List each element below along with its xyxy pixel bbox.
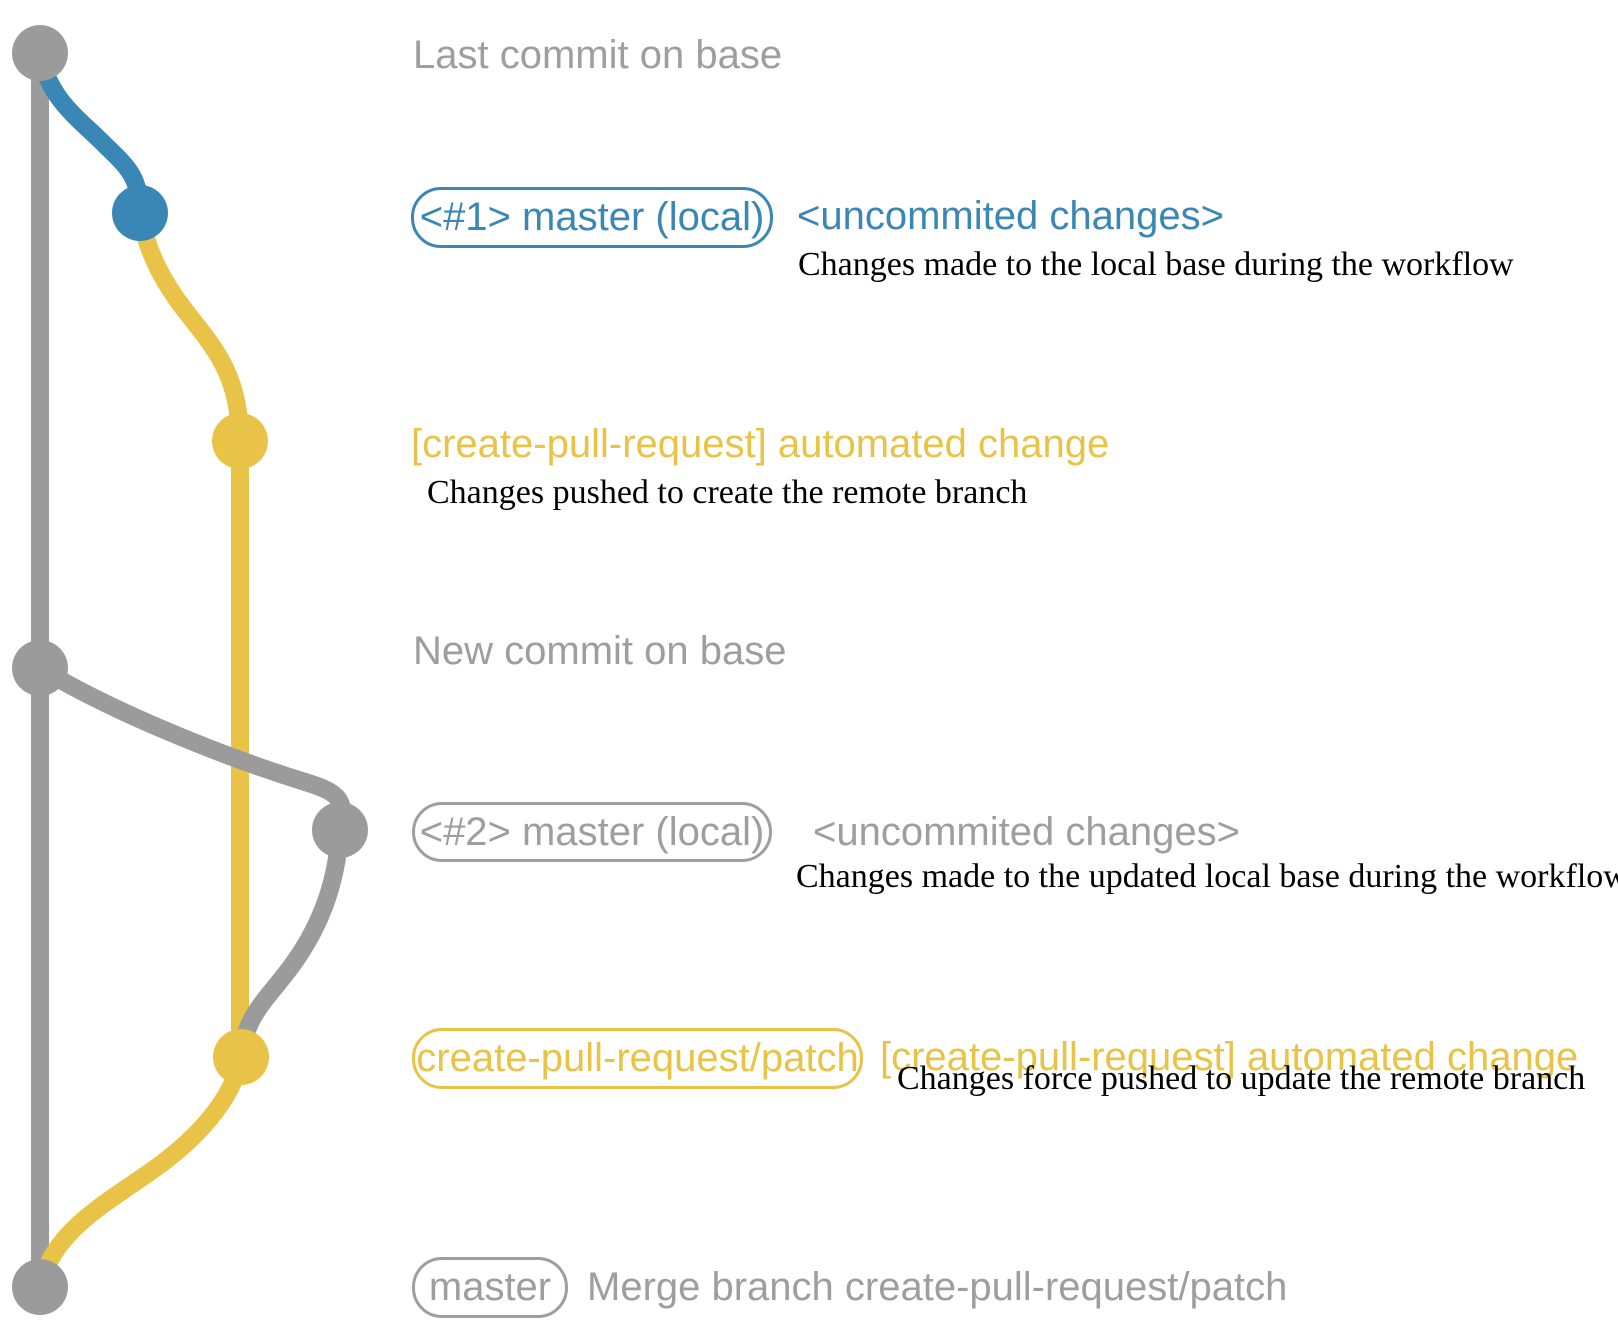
commit-node-local-1 [112, 185, 168, 241]
description-patch-1: Changes pushed to create the remote bran… [427, 474, 1028, 511]
patch-branch-edge-1 [131, 204, 249, 450]
local-branch-edge [31, 46, 149, 222]
commit-node-patch-1 [212, 413, 268, 469]
description-local-changes-1: Changes made to the local base during th… [798, 246, 1514, 283]
description-local-changes-2: Changes made to the updated local base d… [796, 858, 1618, 895]
base-update-edge [31, 659, 352, 839]
commit-node-merge [12, 1259, 68, 1315]
commit-message-merge: Merge branch create-pull-request/patch [587, 1265, 1288, 1309]
base-to-patch-edge [232, 821, 349, 1066]
commit-node-new-base [12, 640, 68, 696]
commit-message-patch-1: [create-pull-request] automated change [411, 422, 1110, 466]
branch-badge-patch: create-pull-request/patch [412, 1028, 863, 1089]
branch-badge-local-master-1: <#1> master (local) [411, 187, 773, 248]
uncommitted-changes-status-1: <uncommited changes> [797, 194, 1224, 238]
uncommitted-changes-status-2: <uncommited changes> [813, 810, 1240, 854]
branch-badge-label: master [428, 1265, 552, 1309]
commit-node-last-base [12, 25, 68, 81]
branch-badge-label: <#1> master (local) [419, 195, 765, 239]
branch-badge-master: master [412, 1257, 568, 1318]
new-commit-label: New commit on base [413, 629, 787, 673]
branch-badge-label: create-pull-request/patch [416, 1036, 859, 1080]
description-patch-2: Changes force pushed to update the remot… [897, 1060, 1586, 1097]
branch-badge-label: <#2> master (local) [419, 809, 765, 854]
last-commit-label: Last commit on base [413, 33, 783, 77]
commit-node-local-2 [312, 802, 368, 858]
commit-graph [12, 25, 368, 1315]
patch-merge-edge [31, 1048, 250, 1296]
branch-badge-local-master-2: <#2> master (local) [412, 802, 772, 862]
commit-message-patch-2: [create-pull-request] automated change [880, 1035, 1579, 1079]
commit-node-patch-2 [213, 1029, 269, 1085]
